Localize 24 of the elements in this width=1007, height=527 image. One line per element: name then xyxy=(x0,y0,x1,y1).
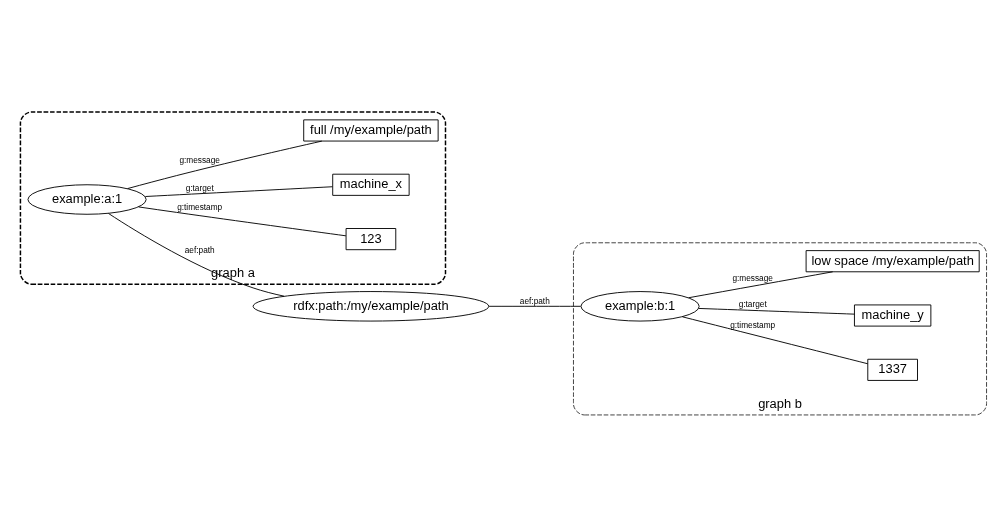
connector xyxy=(144,186,333,197)
edge-label: g:message xyxy=(732,273,773,283)
node-box: machine_y xyxy=(854,304,932,327)
connector xyxy=(681,316,869,365)
connector xyxy=(488,305,582,307)
node-box: full /my/example/path xyxy=(303,119,439,142)
connector xyxy=(698,308,855,315)
edge-label: g:target xyxy=(738,299,767,309)
edge-label: aef:path xyxy=(184,246,215,256)
node-box: low space /my/example/path xyxy=(805,250,980,273)
edge-label: g:target xyxy=(185,183,214,193)
connector xyxy=(127,140,323,189)
edge-label: g:message xyxy=(179,155,220,165)
node-box: machine_x xyxy=(332,173,410,196)
node-ellipse: example:a:1 xyxy=(27,184,147,215)
node-ellipse: example:b:1 xyxy=(580,291,700,322)
node-ellipse: rdfx:path:/my/example/path xyxy=(252,291,490,322)
connector xyxy=(688,271,834,299)
connector xyxy=(138,206,347,237)
node-box: 123 xyxy=(345,228,397,251)
edge-label: aef:path xyxy=(519,296,550,306)
edge-label: g:timestamp xyxy=(730,320,776,330)
node-box: 1337 xyxy=(867,358,918,381)
edge-label: g:timestamp xyxy=(177,202,223,212)
